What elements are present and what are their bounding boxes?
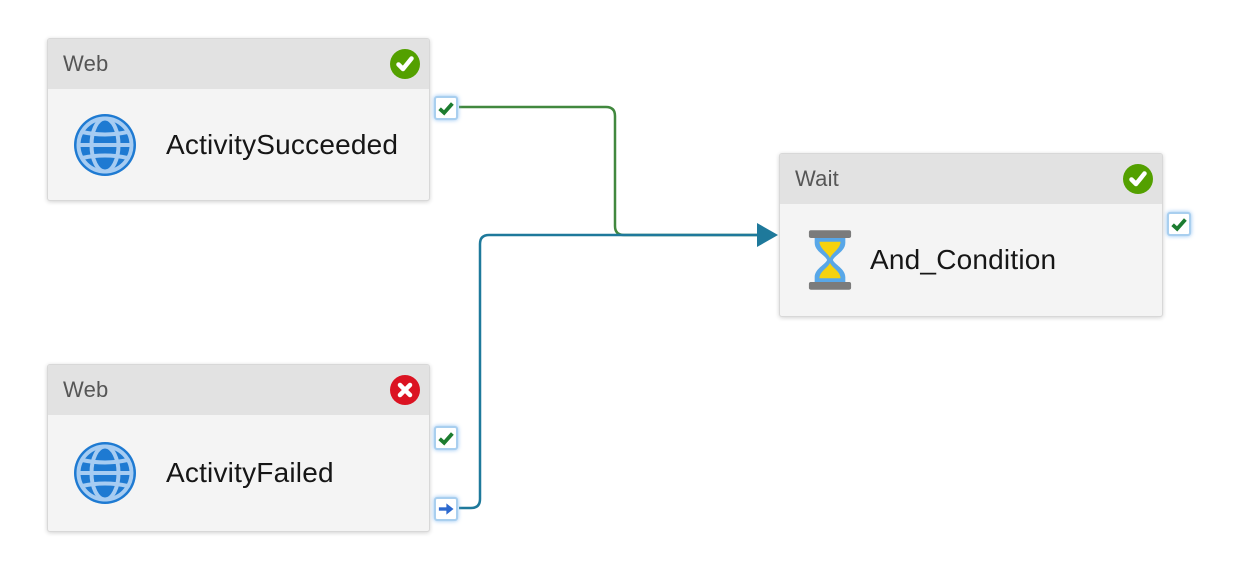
- status-succeeded-icon: [1123, 164, 1153, 194]
- check-icon: [438, 432, 454, 446]
- activity-node-web-succeeded[interactable]: Web ActivitySucceeded: [47, 38, 458, 201]
- activity-type-label: Web: [63, 51, 109, 76]
- status-failed-icon: [390, 375, 420, 405]
- globe-icon: [74, 113, 136, 176]
- success-connector[interactable]: [459, 105, 757, 237]
- node-header: Wait: [780, 154, 1162, 204]
- globe-icon: [74, 442, 136, 504]
- check-icon: [438, 102, 454, 116]
- activity-type-label: Web: [63, 377, 109, 402]
- hourglass-icon: [808, 230, 852, 290]
- node-header: Web: [48, 39, 429, 89]
- success-output-port[interactable]: [1167, 212, 1191, 236]
- node-body: ActivitySucceeded: [48, 89, 429, 200]
- status-succeeded-icon: [390, 49, 420, 79]
- node-header: Web: [48, 365, 429, 415]
- activity-name: ActivityFailed: [166, 457, 334, 488]
- activity-node-wait[interactable]: Wait And_Condition: [779, 153, 1191, 317]
- completion-output-port[interactable]: [434, 497, 458, 521]
- success-output-port[interactable]: [434, 426, 458, 450]
- activity-type-label: Wait: [795, 166, 839, 191]
- activity-node-web-failed[interactable]: Web ActivityFailed: [47, 364, 458, 532]
- arrow-right-icon: [438, 503, 454, 515]
- activity-name: And_Condition: [870, 244, 1057, 275]
- node-body: And_Condition: [780, 204, 1162, 316]
- activity-name: ActivitySucceeded: [166, 128, 399, 160]
- completion-connector[interactable]: [459, 233, 757, 510]
- node-body: ActivityFailed: [48, 415, 429, 531]
- check-icon: [1171, 218, 1187, 232]
- connector-arrowhead-icon: [757, 223, 778, 247]
- success-output-port[interactable]: [434, 96, 458, 120]
